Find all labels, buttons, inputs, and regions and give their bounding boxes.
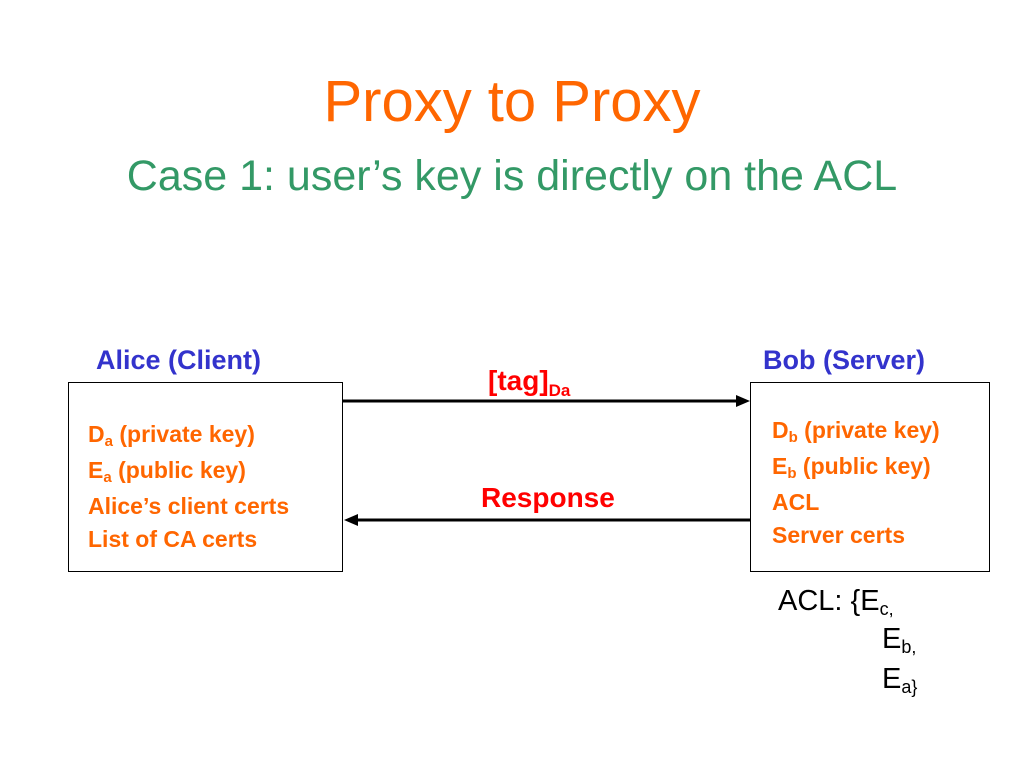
response-arrow-head	[344, 514, 358, 526]
acl-entry: Eb,	[882, 623, 917, 657]
client-contents: Da (private key) Ea (public key) Alice’s…	[88, 418, 289, 556]
client-line: Alice’s client certs	[88, 493, 290, 519]
client-box	[68, 382, 343, 572]
acl-list: ACL: {Ec,	[778, 585, 894, 619]
client-label: Alice (Client)	[96, 345, 262, 375]
server-line: Eb (public key)	[772, 453, 931, 482]
acl-entry: Ea}	[882, 663, 918, 697]
request-arrow-head	[736, 395, 750, 407]
server-label: Bob (Server)	[763, 345, 926, 375]
client-line: Da (private key)	[88, 421, 255, 450]
slide-title: Proxy to Proxy	[323, 69, 701, 134]
slide-subtitle: Case 1: user’s key is directly on the AC…	[126, 152, 898, 200]
server-contents: Db (private key) Eb (public key) ACL Ser…	[772, 414, 940, 552]
server-line: Server certs	[772, 522, 905, 548]
response-message: Response	[481, 482, 615, 513]
server-line: ACL	[772, 489, 820, 515]
client-line: Ea (public key)	[88, 457, 246, 486]
server-box	[750, 382, 990, 572]
server-line: Db (private key)	[772, 417, 940, 446]
request-message: [tag]Da	[488, 365, 571, 400]
client-line: List of CA certs	[88, 526, 258, 552]
